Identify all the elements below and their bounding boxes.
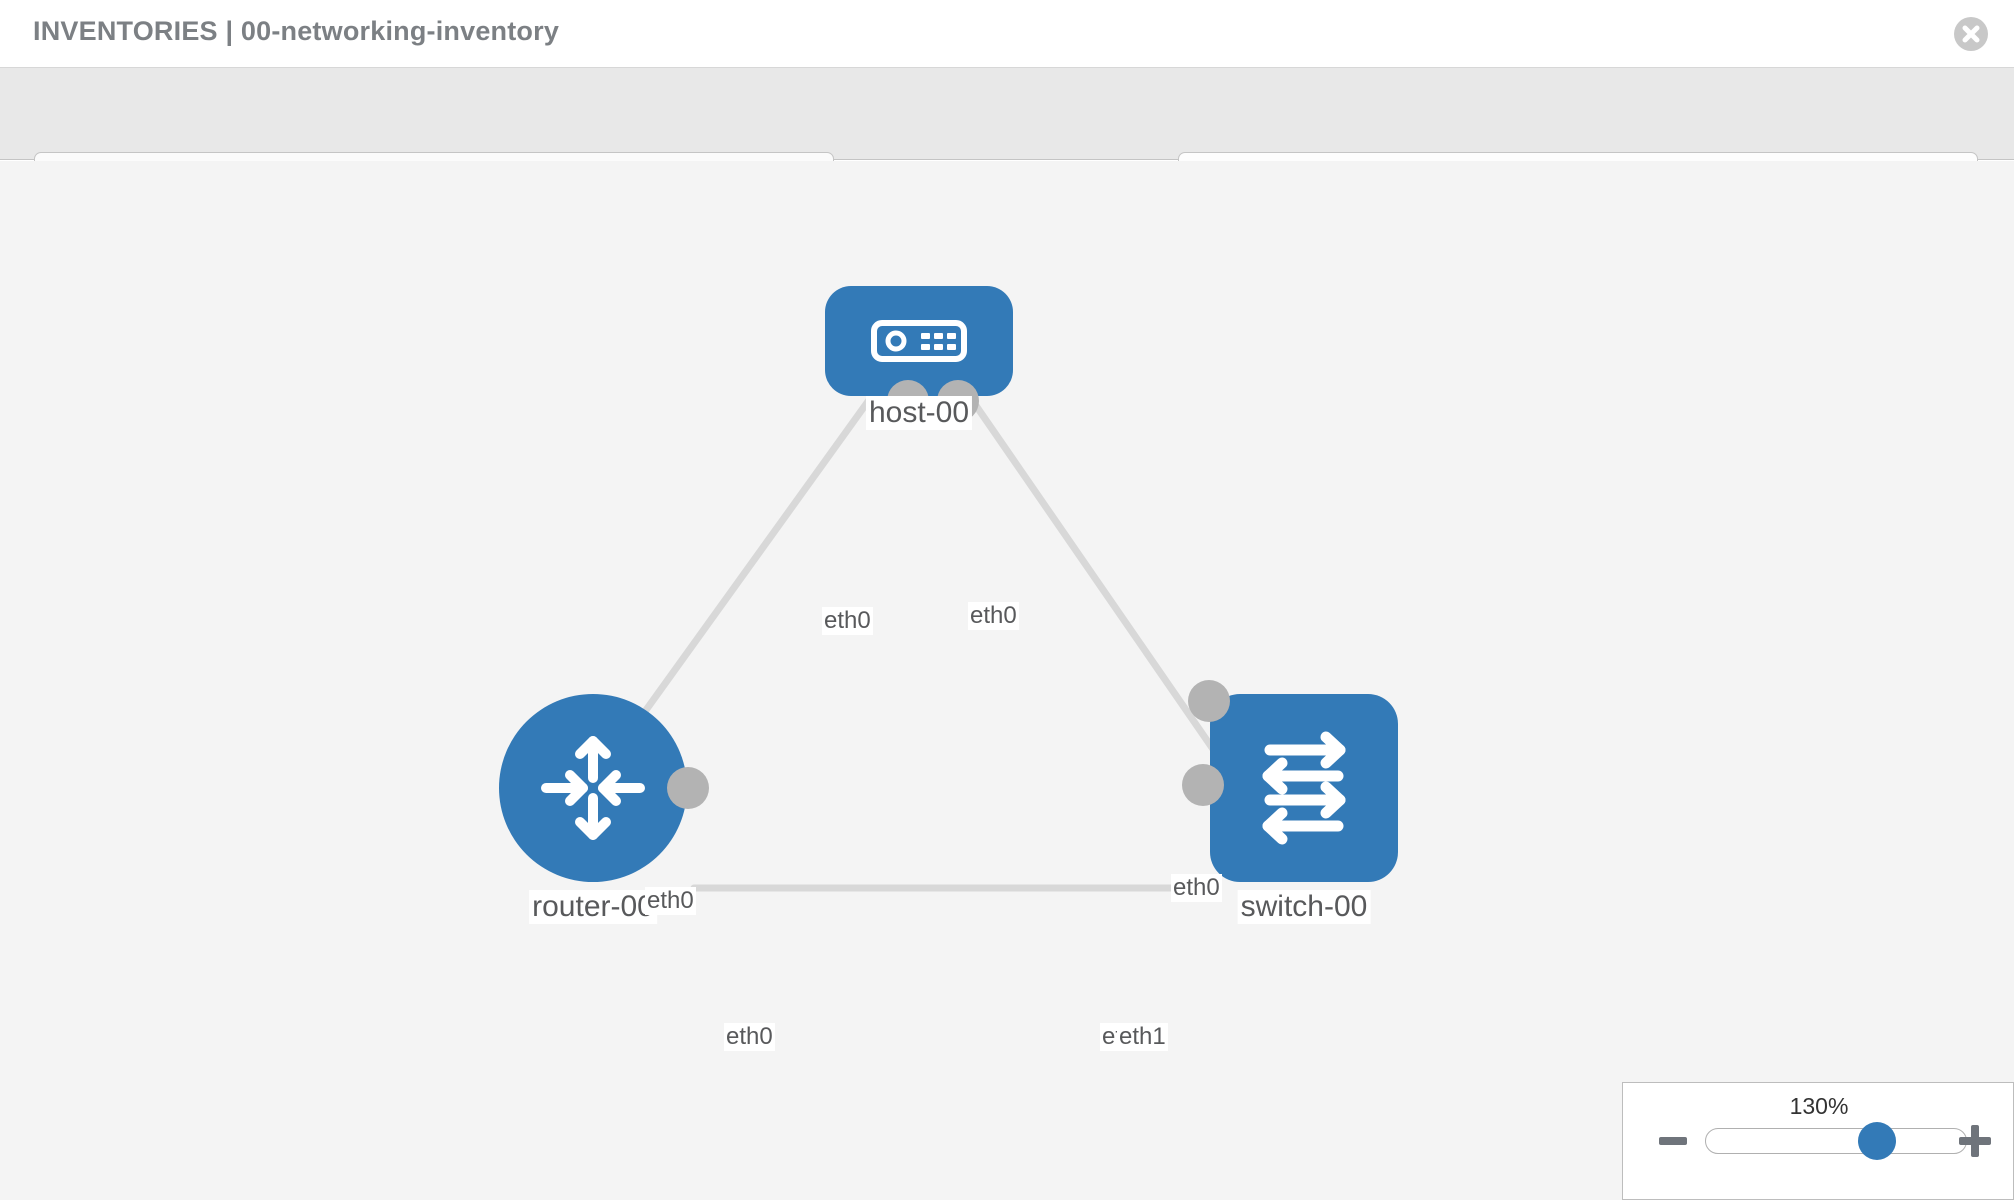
switch-arrows-icon [1262,731,1346,845]
server-icon [871,320,967,362]
node-router-00-shape[interactable] [499,694,687,882]
close-icon[interactable] [1954,17,1988,51]
zoom-slider-thumb[interactable] [1858,1122,1896,1160]
zoom-level-value: 130% [1789,1093,1849,1119]
page-header: INVENTORIES | 00-networking-inventory [0,0,2014,68]
node-label: router-00 [529,890,657,924]
interface-nub [667,767,709,809]
page-title: INVENTORIES | 00-networking-inventory [33,16,560,46]
node-switch-00[interactable]: switch-00 [1182,680,1398,924]
interface-label: eth0 [968,602,1019,630]
topology-canvas[interactable]: host-00 route [0,161,2014,1200]
interface-label: eth0 [645,887,696,915]
zoom-control-panel: 130% [1622,1082,2014,1200]
interface-label: eth0 [724,1023,775,1051]
node-label: host-00 [865,396,973,430]
zoom-slider-track[interactable] [1705,1122,1967,1160]
interface-nub [1182,764,1224,806]
node-router-00[interactable]: router-00 [499,694,709,924]
zoom-in-button[interactable] [1959,1125,1991,1157]
interface-label: eth0 [822,607,873,635]
interface-label: eth0 [1171,874,1222,902]
toolbar: ACTIONS [0,68,2014,210]
zoom-out-button[interactable] [1659,1137,1687,1145]
interface-nub [1188,680,1230,722]
node-host-00[interactable]: host-00 [825,286,1013,430]
node-switch-00-shape[interactable] [1210,694,1398,882]
router-arrows-icon [541,736,645,840]
link-host-switch [946,364,1239,785]
node-host-00-shape[interactable] [825,286,1013,396]
node-label: switch-00 [1237,890,1371,924]
interface-label: eth1 [1117,1023,1168,1051]
